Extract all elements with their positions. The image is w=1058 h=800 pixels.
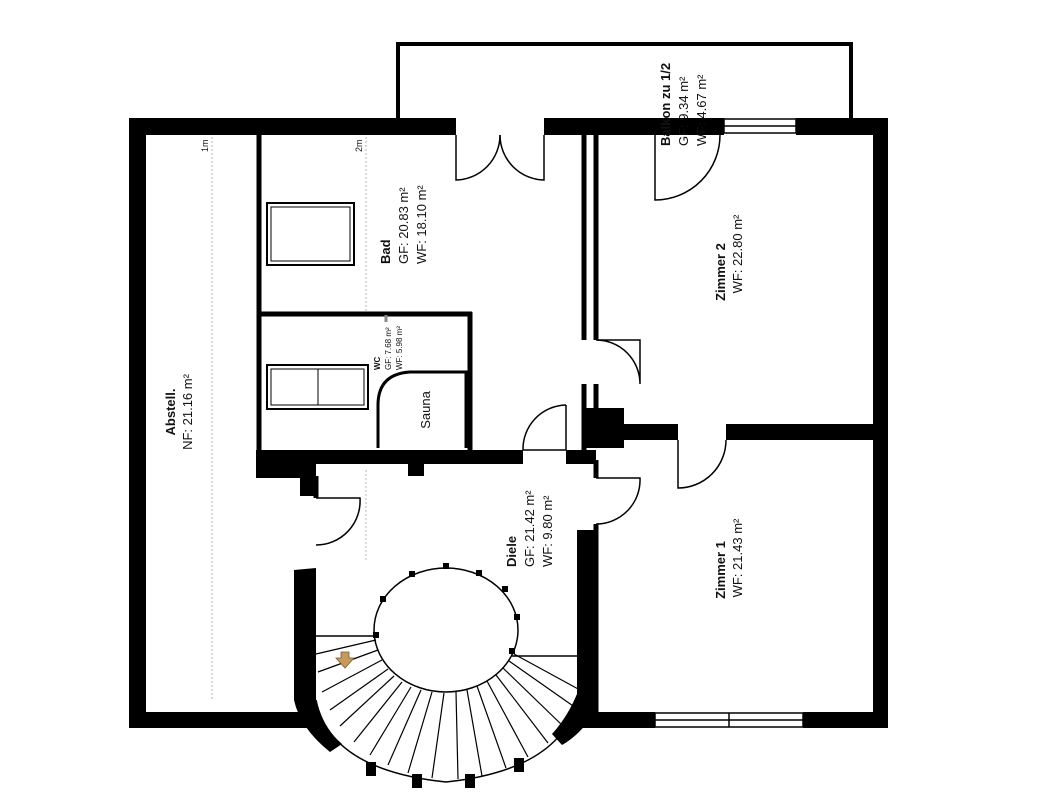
- room-wf-bad: WF: 18.10 m²: [414, 185, 429, 264]
- room-label-wc: WC GF: 7.68 m² WF: 5.98 m²: [373, 326, 404, 370]
- room-name-wc: WC: [373, 356, 382, 370]
- door-zimmer1: [677, 439, 727, 489]
- stair-post: [514, 614, 520, 620]
- door-balkon-zimmer2: [654, 134, 721, 201]
- room-nf-abstell: NF: 21.16 m²: [180, 373, 195, 450]
- stair-post: [502, 586, 508, 592]
- room-label-abstell: Abstell. NF: 21.16 m²: [163, 373, 195, 450]
- stair-post: [443, 563, 449, 569]
- room-name-zimmer1: Zimmer 1: [713, 541, 728, 599]
- wall-column: [586, 408, 624, 448]
- stair-post: [373, 632, 379, 638]
- stair-post: [465, 774, 475, 788]
- bathtub-wc: [266, 364, 369, 410]
- wall-diele-top-b: [566, 450, 596, 464]
- stair-tread: [315, 639, 377, 655]
- windows: [654, 118, 804, 728]
- stair-outer-rail: [315, 635, 579, 783]
- door-balkon-right: [499, 134, 545, 181]
- room-gf-diele: GF: 21.42 m²: [522, 490, 537, 567]
- room-gf-balkon: GF: 9.34 m²: [676, 76, 691, 146]
- room-name-sauna: Sauna: [418, 390, 433, 428]
- wall-stub-2: [256, 462, 316, 478]
- stair-post: [509, 648, 515, 654]
- wall-stair-left: [294, 568, 342, 752]
- room-wf-zimmer1: WF: 21.43 m²: [730, 518, 745, 597]
- wall-top-mid: [544, 118, 724, 135]
- wall-stair-right-vertical: [577, 530, 595, 720]
- door-bad-diele: [522, 404, 567, 451]
- wall-stub-3: [300, 476, 316, 496]
- room-label-diele: Diele GF: 21.42 m² WF: 9.80 m²: [504, 490, 555, 567]
- wall-top-left: [129, 118, 456, 135]
- walls: [129, 118, 888, 752]
- bathtub-bad: [266, 202, 355, 266]
- stair-tread: [476, 685, 507, 769]
- stair-tread: [455, 691, 459, 780]
- wall-left: [129, 118, 146, 728]
- stair-tread: [513, 653, 581, 691]
- wall-diele-top-a: [256, 450, 523, 464]
- room-wf-zimmer2: WF: 22.80 m²: [730, 214, 745, 293]
- room-wf-diele: WF: 9.80 m²: [540, 495, 555, 567]
- mark-2m: 2m: [354, 139, 364, 152]
- sauna-cabin: [376, 370, 468, 448]
- door-balkon-left: [455, 134, 501, 181]
- door-bad-zimmer2: [595, 339, 641, 385]
- doors: [315, 134, 727, 546]
- stair-post: [380, 596, 386, 602]
- interior-walls: [256, 135, 599, 712]
- room-label-balkon: Balkon zu 1/2 GF: 9.34 m² WF: 4.67 m²: [658, 63, 709, 146]
- stair-treads: [315, 639, 581, 780]
- stair-tread: [502, 667, 565, 728]
- wall-bottom-right-b: [803, 712, 888, 728]
- stair-tread: [495, 674, 549, 744]
- height-guides: [211, 137, 367, 700]
- stair-post: [476, 570, 482, 576]
- wall-zimmer-divider-b: [726, 424, 886, 440]
- balcony-outline: [396, 42, 853, 119]
- stair-post: [412, 774, 422, 788]
- room-gf-wc: GF: 7.68 m²: [384, 327, 393, 370]
- room-gf-bad: GF: 20.83 m²: [396, 187, 411, 264]
- wall-right: [873, 118, 888, 728]
- room-name-diele: Diele: [504, 536, 519, 567]
- stair-well: [373, 567, 519, 693]
- stair-tread: [329, 668, 389, 711]
- bathtubs: [266, 202, 369, 410]
- bathtub-bad-inner: [270, 206, 351, 262]
- room-name-zimmer2: Zimmer 2: [713, 243, 728, 301]
- stair-tread: [466, 689, 483, 777]
- stair-post: [409, 571, 415, 577]
- stair-tread: [508, 660, 577, 709]
- room-name-bad: Bad: [378, 239, 393, 264]
- door-diele-zimmer1: [595, 477, 641, 525]
- stair-tread: [431, 692, 445, 779]
- stair-post: [366, 762, 376, 776]
- stair-tread: [321, 659, 383, 693]
- mark-1m: 1m: [200, 139, 210, 152]
- wall-stub: [408, 462, 424, 476]
- stair-tread: [407, 691, 433, 774]
- wall-top-right: [796, 118, 888, 135]
- wall-bottom-left: [129, 712, 314, 728]
- room-name-abstell: Abstell.: [163, 389, 178, 436]
- door-abstell: [315, 497, 361, 546]
- room-wf-balkon: WF: 4.67 m²: [694, 74, 709, 146]
- room-label-zimmer1: Zimmer 1 WF: 21.43 m²: [713, 518, 745, 599]
- stair-posts: [366, 563, 524, 788]
- stair-tread: [369, 686, 412, 756]
- stair-arrow-icon: [335, 651, 355, 669]
- stair-tread: [339, 675, 395, 727]
- stair-post: [514, 758, 524, 772]
- stair-tread: [353, 681, 403, 743]
- spiral-staircase: [315, 563, 581, 788]
- room-wf-wc: WF: 5.98 m²: [395, 326, 404, 370]
- room-label-bad: Bad GF: 20.83 m² WF: 18.10 m²: [378, 185, 429, 264]
- stair-tread: [387, 689, 422, 766]
- room-name-balkon: Balkon zu 1/2: [658, 63, 673, 146]
- stair-tread: [486, 680, 529, 758]
- room-label-zimmer2: Zimmer 2 WF: 22.80 m²: [713, 214, 745, 301]
